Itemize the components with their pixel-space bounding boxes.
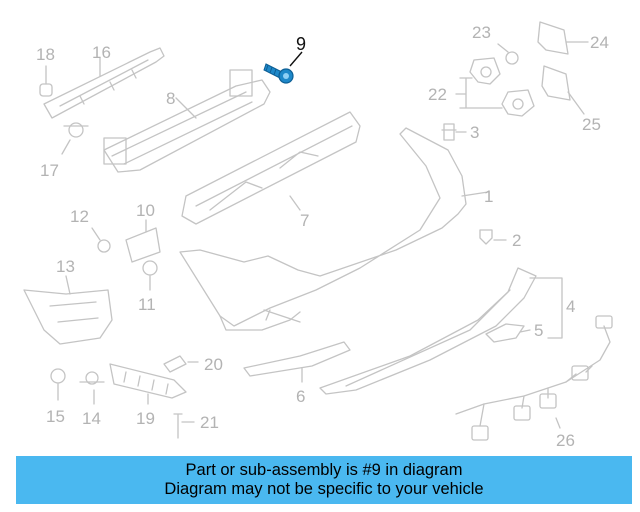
callout-9: 9 (296, 34, 306, 54)
callout-6: 6 (296, 387, 305, 406)
part-18-clip (39, 65, 53, 97)
part-11-bolt (142, 260, 158, 291)
part-7-absorber (181, 111, 361, 225)
callout-4: 4 (566, 297, 575, 316)
part-17-bolt (61, 122, 89, 155)
part-25-bracket (541, 65, 585, 115)
callout-25: 25 (582, 115, 601, 134)
callout-15: 15 (46, 407, 65, 426)
part-5-trim (485, 323, 531, 343)
callout-23: 23 (472, 23, 491, 42)
part-9-bolt (263, 63, 294, 84)
part-14-bolt (79, 371, 105, 405)
banner-line-2: Diagram may not be specific to your vehi… (164, 480, 484, 498)
part-15-nut (50, 368, 66, 401)
part-21-stud (173, 413, 195, 439)
callout-11: 11 (138, 295, 156, 314)
part-22-sensors (455, 57, 535, 117)
leader-9 (289, 51, 303, 67)
part-16-bracket (43, 47, 165, 119)
part-8-reinforcement (103, 69, 271, 173)
part-1-bumper-cover (179, 127, 489, 331)
info-banner: Part or sub-assembly is #9 in diagram Di… (16, 456, 632, 504)
part-12-bolt (91, 227, 111, 253)
part-23-clip (497, 43, 519, 65)
callout-2: 2 (512, 231, 521, 250)
part-10-bracket (125, 219, 161, 263)
callout-12: 12 (70, 207, 89, 226)
part-24-bracket (537, 21, 589, 55)
callout-16: 16 (92, 43, 111, 62)
callout-14: 14 (82, 409, 101, 428)
callout-5: 5 (534, 321, 543, 340)
callout-7: 7 (300, 211, 309, 230)
callout-13: 13 (56, 257, 75, 276)
callout-17: 17 (40, 161, 59, 180)
banner-line-1: Part or sub-assembly is #9 in diagram (185, 461, 463, 479)
part-13-side-bracket (23, 275, 113, 345)
callout-21: 21 (200, 413, 219, 432)
parts-diagram: 18 16 17 8 9 7 1 (23, 21, 613, 450)
part-6-reflector (243, 341, 351, 383)
callout-24: 24 (590, 33, 609, 52)
callout-3: 3 (470, 123, 479, 142)
callout-10: 10 (136, 201, 155, 220)
part-26-wiring-harness (455, 315, 613, 441)
callout-18: 18 (36, 45, 55, 64)
callout-19: 19 (136, 409, 155, 428)
callout-8: 8 (166, 89, 175, 108)
part-20-clip (163, 355, 199, 373)
callout-20: 20 (204, 355, 223, 374)
part-4-valance (319, 267, 563, 395)
part-3-clip (441, 123, 467, 141)
callout-22: 22 (428, 85, 447, 104)
callout-26: 26 (556, 431, 575, 450)
part-2-clip (479, 229, 507, 245)
part-19-diffuser (109, 363, 187, 405)
callout-1: 1 (484, 187, 493, 206)
